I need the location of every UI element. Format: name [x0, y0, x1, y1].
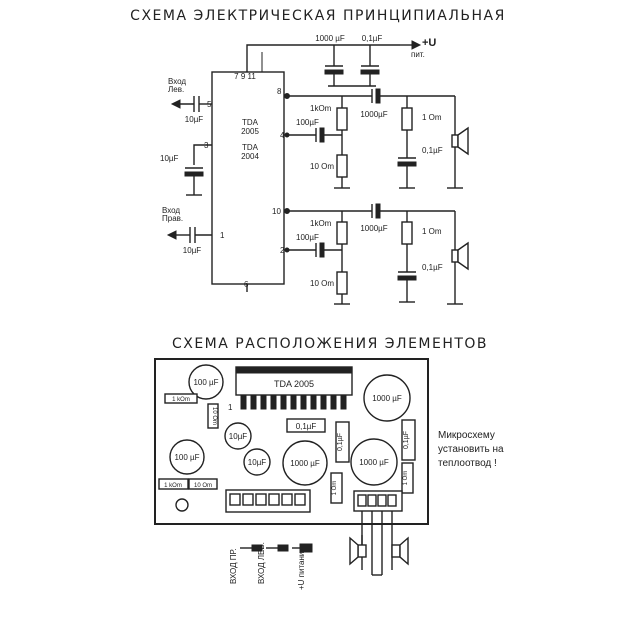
- speaker-wiring: [349, 511, 409, 576]
- conn-label-3: +U питания: [297, 547, 306, 590]
- lower-channel: 10 1000µF 1kOm 10 Om 2 100µF: [272, 203, 469, 305]
- c1000-mid-label: 1000 µF: [290, 459, 320, 468]
- c10-a-label: 10µF: [229, 432, 248, 441]
- upper-cout-label: 1000µF: [360, 110, 387, 119]
- lower-rload-label: 1 Om: [422, 227, 442, 236]
- r10om-v-label: 10 Om: [211, 407, 217, 425]
- note-line-2: установить на: [438, 444, 504, 455]
- upper-speaker-icon: [451, 134, 459, 148]
- mounting-hole: [175, 498, 189, 512]
- c01-mid-label: 0,1µF: [296, 422, 317, 431]
- input-left-arrow-icon: [170, 99, 181, 109]
- conn-label-1: ВХОД ПР.: [229, 548, 238, 584]
- pin-4: 4: [280, 131, 285, 140]
- note-line-3: теплоотвод !: [438, 458, 497, 469]
- pin-2: 2: [280, 246, 285, 255]
- cap-mid-label: 10µF: [160, 154, 179, 163]
- c01-v1-label: 0,1µF: [337, 433, 344, 451]
- c1000-tr-label: 1000 µF: [372, 394, 402, 403]
- r1kom-top-label: 1 kOm: [172, 397, 190, 403]
- chip-legs: [240, 394, 347, 410]
- c1000-r-label: 1000 µF: [359, 458, 389, 467]
- ic-model-2: 2004: [241, 152, 259, 161]
- lower-r2-label: 10 Om: [310, 279, 334, 288]
- input-left-sub: Лев.: [168, 85, 184, 94]
- c01-v2-label: 0,1µF: [403, 431, 410, 449]
- c10-b-label: 10µF: [248, 458, 267, 467]
- upper-rload-label: 1 Om: [422, 113, 442, 122]
- conn-label-2: ВХОД ЛЕВ.: [257, 542, 266, 584]
- c100-tl-label: 100 µF: [193, 378, 218, 387]
- supply-wire: [246, 44, 400, 72]
- lower-speaker-icon: [451, 249, 459, 263]
- pin-1: 1: [220, 231, 225, 240]
- ic-name-2: TDA: [242, 143, 259, 152]
- input-right-sub: Прав.: [162, 214, 183, 223]
- speaker-left-icon: [357, 544, 367, 558]
- upper-czobel-label: 0,1µF: [422, 146, 443, 155]
- input-right-label: Вход: [162, 206, 180, 215]
- upper-r1-label: 1kOm: [310, 104, 332, 113]
- ic-name-1: TDA: [242, 118, 259, 127]
- pin-5: 5: [207, 100, 212, 109]
- pin-8: 8: [277, 87, 282, 96]
- supply-sub: пит.: [411, 50, 425, 59]
- upper-cfb-label: 100µF: [296, 118, 319, 127]
- r1kom-bot-label: 1 kOm: [164, 483, 182, 489]
- r1om-1-label: 1 Om: [332, 481, 338, 496]
- supply-cap-1-plate2: [324, 69, 344, 75]
- input-connector: [225, 489, 311, 513]
- layout-title: СХЕМА РАСПОЛОЖЕНИЯ ЭЛЕМЕНТОВ: [172, 336, 488, 352]
- note-line-1: Микросхему: [438, 430, 495, 441]
- pin-6: 6: [244, 280, 249, 289]
- schematic-diagram: 7 9 11 TDA 2005 TDA 2004 +U пит. 1000 µF…: [160, 34, 469, 305]
- input-left-label: Вход: [168, 77, 186, 86]
- input-wiring: ВХОД ПР. ВХОД ЛЕВ. +U питания: [229, 542, 313, 590]
- r10om-bot-label: 10 Om: [194, 483, 212, 489]
- supply-cap-2-label: 0,1µF: [362, 34, 383, 43]
- upper-r2-label: 10 Om: [310, 162, 334, 171]
- ic-model-1: 2005: [241, 127, 259, 136]
- lower-r1-label: 1kOm: [310, 219, 332, 228]
- pin-10: 10: [272, 207, 281, 216]
- input-right-arrow-icon: [166, 230, 177, 240]
- cap-input-right-label: 10µF: [183, 246, 202, 255]
- cap-input-left-label: 10µF: [185, 115, 204, 124]
- lower-czobel-label: 0,1µF: [422, 263, 443, 272]
- upper-channel: 8 1000µF 1kOm 10 Om 4 100µF: [277, 87, 469, 189]
- supply-arrow-icon: [411, 40, 422, 50]
- lower-cfb-label: 100µF: [296, 233, 319, 242]
- speaker-connector: [353, 490, 403, 512]
- chip-label: TDA 2005: [274, 379, 314, 389]
- ic-body: [211, 71, 285, 285]
- ic-top-pins: 7 9 11: [234, 72, 256, 81]
- pcb-layout: TDA 2005 1 100 µF 1000 µF 1 kOm 10 Om: [154, 358, 429, 525]
- r1om-2-label: 1 Om: [403, 471, 409, 486]
- chip-pin1: 1: [228, 403, 233, 412]
- pin-3: 3: [204, 141, 209, 150]
- speaker-right-icon: [391, 544, 401, 558]
- supply-cap-1-label: 1000 µF: [315, 34, 345, 43]
- c100-ml-label: 100 µF: [174, 453, 199, 462]
- lower-cout-label: 1000µF: [360, 224, 387, 233]
- supply-label: +U: [422, 37, 436, 49]
- schematic-title: СХЕМА ЭЛЕКТРИЧЕСКАЯ ПРИНЦИПИАЛЬНАЯ: [130, 8, 506, 24]
